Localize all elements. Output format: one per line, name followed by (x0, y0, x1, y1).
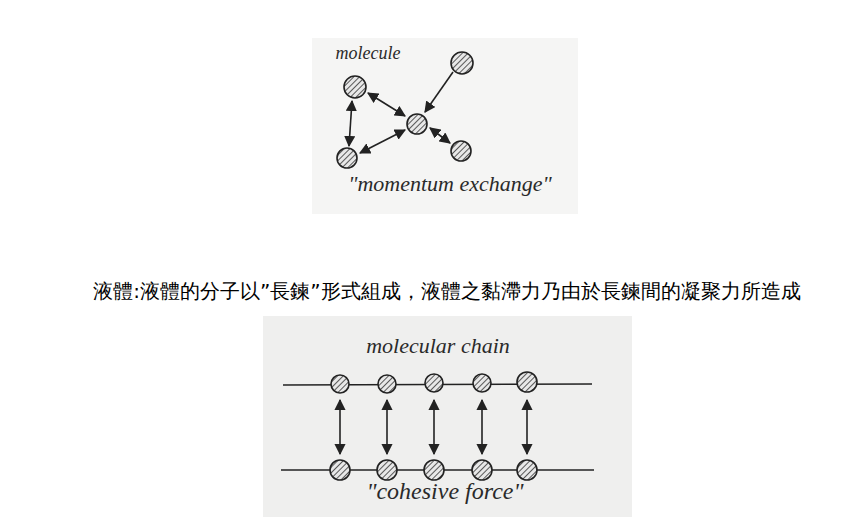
body-text: 液體:液體的分子以”長鍊”形式組成，液體之黏滯力乃由於長鍊間的凝聚力所造成 (93, 280, 800, 302)
molecule-circle (331, 375, 349, 393)
momentum-arrow (430, 128, 450, 143)
sketch-paper (312, 38, 578, 214)
momentum-arrow (360, 130, 405, 153)
momentum-arrow (368, 93, 405, 116)
molecule-circle (407, 114, 427, 134)
momentum-arrow (425, 72, 453, 112)
caption-text: "cohesive force" (366, 478, 523, 504)
label-text: molecule (336, 44, 401, 64)
molecule-circle (472, 460, 492, 480)
molecule-circle (517, 372, 537, 392)
momentum-arrow (349, 101, 352, 146)
sketch-paper (263, 316, 632, 517)
molecule-circle (424, 460, 444, 480)
cohesion-arrow (481, 400, 483, 454)
molecule-circle (337, 148, 357, 168)
molecule-circle (330, 460, 350, 480)
molecule-circle (517, 460, 537, 480)
cohesion-arrow (433, 400, 435, 454)
molecule-circle (425, 374, 443, 392)
molecule-circle (344, 76, 366, 98)
label-text: molecular chain (366, 334, 510, 358)
molecule-circle (451, 141, 471, 161)
caption-text: "momentum exchange" (348, 172, 552, 196)
molecule-circle (473, 374, 491, 392)
cohesion-arrow (526, 400, 528, 454)
molecule-circle (451, 52, 473, 74)
cohesion-arrow (386, 400, 388, 454)
molecule-circle (378, 375, 396, 393)
cohesion-arrow (339, 400, 341, 454)
molecule-circle (377, 460, 397, 480)
